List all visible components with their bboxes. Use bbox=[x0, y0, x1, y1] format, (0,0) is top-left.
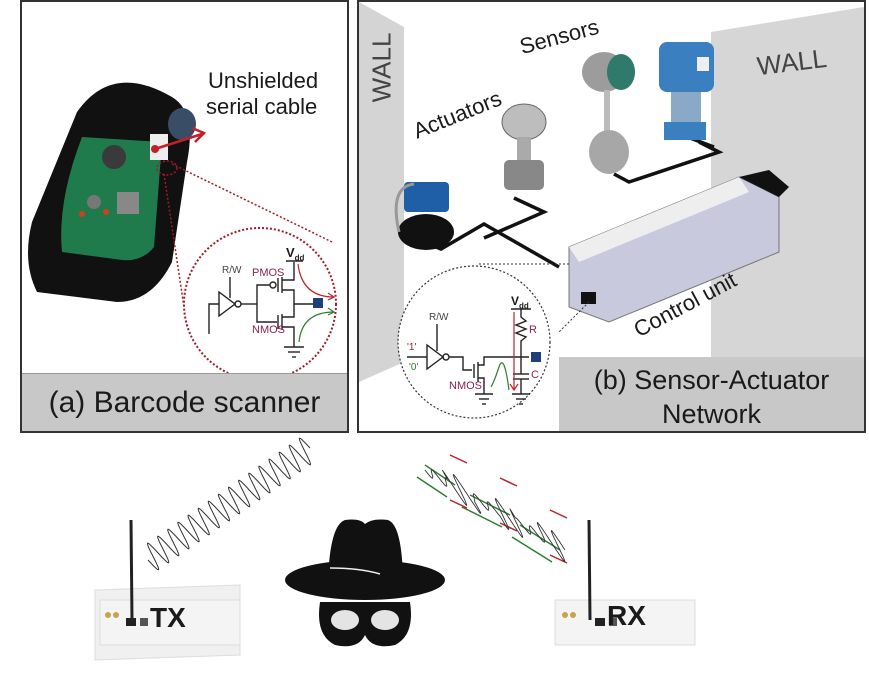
rx-wave-envelope bbox=[511, 536, 553, 563]
rx-wave-burst-edge bbox=[549, 509, 568, 519]
wall-right bbox=[711, 7, 864, 362]
caption-barcode-scanner: (a) Barcode scanner bbox=[22, 373, 347, 431]
rx-label: RX bbox=[607, 600, 646, 631]
vdd-label: Vdd bbox=[286, 245, 305, 263]
zoom-circle bbox=[397, 265, 551, 419]
rx-wave-envelope bbox=[416, 476, 448, 498]
control-unit bbox=[568, 170, 789, 323]
rx-wave-envelope bbox=[461, 506, 503, 528]
caption-line1: (b) Sensor-Actuator bbox=[593, 365, 830, 395]
nmos-label: NMOS bbox=[252, 324, 285, 336]
tx-antenna bbox=[129, 519, 134, 621]
cable-label-line1: Unshielded bbox=[208, 68, 319, 93]
caption-sensor-actuator-network: (b) Sensor-Actuator Network bbox=[559, 357, 864, 431]
barcode-scanner-image bbox=[28, 82, 337, 381]
cable-connector bbox=[168, 108, 196, 140]
pmos-current-arrow bbox=[297, 263, 335, 298]
rx-modulated-signal-wave bbox=[416, 454, 568, 564]
rx-wave-burst-edge bbox=[449, 499, 468, 509]
cmos-circuit-diagram bbox=[208, 260, 336, 358]
rw-label: R/W bbox=[222, 265, 242, 276]
rx-wave-path bbox=[424, 469, 566, 562]
rx-antenna bbox=[587, 519, 592, 621]
pressure-transmitter bbox=[501, 103, 547, 190]
logic-one-label: '1' bbox=[407, 342, 417, 353]
circuit-board bbox=[61, 137, 162, 261]
blue-pressure-sensor bbox=[659, 42, 714, 140]
nmos-current-arrow bbox=[298, 311, 335, 343]
rx-wave-envelope bbox=[469, 494, 511, 516]
pump-actuator bbox=[394, 182, 454, 250]
capacitor-label: C bbox=[531, 369, 539, 381]
tx-signal-wave bbox=[146, 437, 312, 571]
wireless-attack-scene bbox=[94, 437, 696, 661]
rx-wave-burst-edge bbox=[499, 477, 518, 487]
panel-barcode-scanner: Unshielded serial cable bbox=[20, 0, 349, 433]
network-scene bbox=[359, 2, 864, 419]
pmos-label: PMOS bbox=[252, 267, 285, 279]
panel-sensor-actuator-network: WALL WALL Sensors Actuators Control unit… bbox=[357, 0, 866, 433]
rw-label: R/W bbox=[429, 312, 449, 323]
nmos-label: NMOS bbox=[449, 380, 482, 392]
discharge-current-arrow bbox=[490, 362, 510, 391]
wall-left-label: WALL bbox=[366, 32, 397, 103]
resistor-label: R bbox=[529, 324, 537, 336]
wall-left bbox=[359, 2, 404, 382]
output-pad bbox=[313, 298, 323, 308]
rx-radio-device bbox=[554, 599, 696, 646]
attacker-icon bbox=[285, 519, 445, 647]
logic-zero-label: '0' bbox=[409, 362, 419, 373]
cable-label-line2: serial cable bbox=[206, 94, 318, 119]
tx-label: TX bbox=[150, 602, 186, 633]
vdd-label: Vdd bbox=[511, 294, 529, 311]
flow-sensor bbox=[582, 52, 635, 174]
output-pad bbox=[531, 352, 541, 362]
caption-line2: Network bbox=[661, 399, 762, 429]
rx-wave-burst-edge bbox=[449, 454, 468, 464]
tx-wave-path bbox=[146, 437, 312, 571]
